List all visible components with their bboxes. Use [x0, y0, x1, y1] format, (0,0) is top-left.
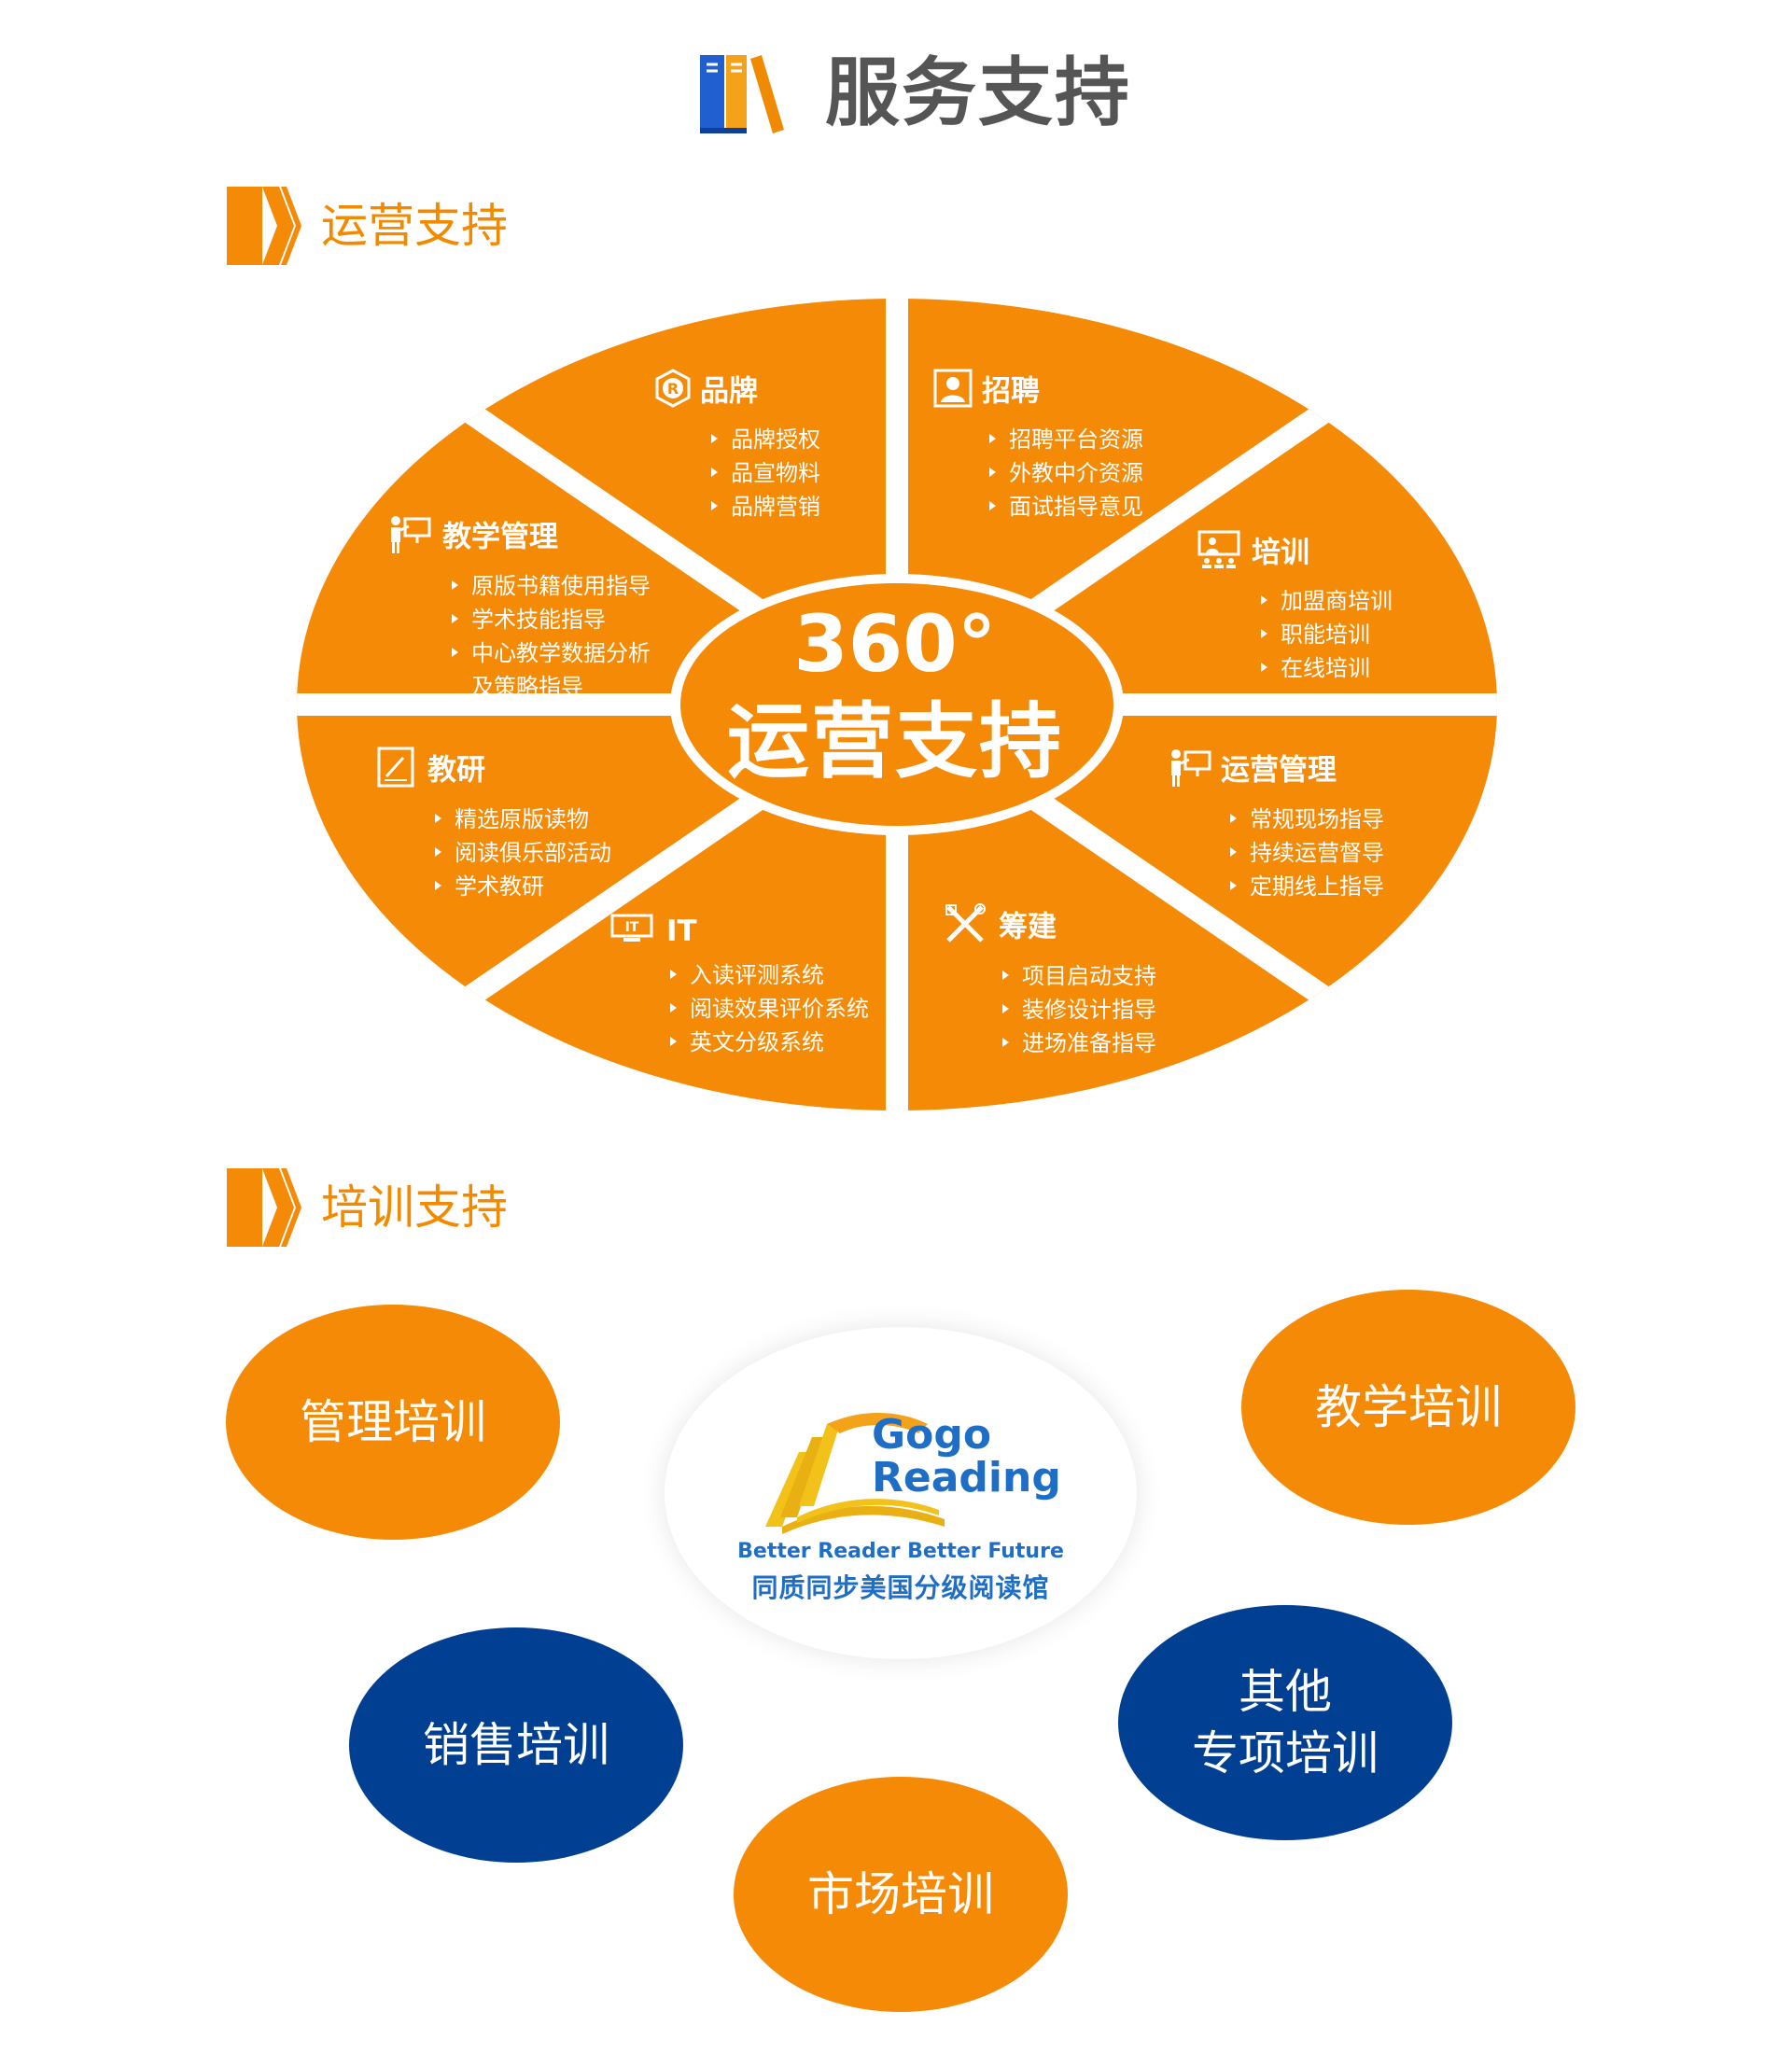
segment-it-title: IT [666, 915, 697, 948]
segment-recruit-title: 招聘 [982, 374, 1040, 409]
bubble-teaching-training: 教学培训 [1241, 1290, 1575, 1525]
list-item: 加盟商培训 [1261, 584, 1393, 618]
section-arrow-icon [227, 187, 301, 265]
list-item: 入读评测系统 [670, 958, 869, 992]
bubble-label: 教学培训 [1315, 1380, 1502, 1434]
list-item: 英文分级系统 [670, 1026, 869, 1059]
section-arrow-icon [227, 1168, 301, 1247]
list-item: 品牌授权 [711, 423, 820, 456]
segment-brand: R 品牌 品牌授权 品宣物料 品牌营销 [653, 369, 820, 524]
list-item: 外教中介资源 [989, 456, 1143, 490]
registered-icon: R [653, 369, 693, 417]
segment-ops-list: 常规现场指导 持续运营督导 定期线上指导 [1230, 803, 1384, 903]
svg-text:R: R [667, 380, 679, 398]
logo-wordmark-line2: Reading [872, 1454, 1061, 1501]
segment-it-list: 入读评测系统 阅读效果评价系统 英文分级系统 [670, 958, 869, 1059]
list-item: 阅读效果评价系统 [670, 992, 869, 1026]
list-item: 招聘平台资源 [989, 423, 1143, 456]
segment-train: 培训 加盟商培训 职能培训 在线培训 [1197, 530, 1393, 685]
logo-wordmark-line1: Gogo [872, 1411, 992, 1459]
logo-subtitle: 同质同步美国分级阅读馆 [751, 1572, 1050, 1603]
operations-wheel [297, 299, 1497, 1110]
document-pen-icon [377, 747, 414, 797]
bubble-sales-training: 销售培训 [349, 1627, 683, 1863]
list-item: 职能培训 [1261, 618, 1393, 651]
list-item: 进场准备指导 [1002, 1026, 1156, 1060]
list-item: 原版书籍使用指导 [452, 569, 651, 603]
list-item: 品牌营销 [711, 490, 820, 524]
segment-teaching-title: 教学管理 [442, 520, 558, 554]
segment-research: 教研 精选原版读物 阅读俱乐部活动 学术教研 [377, 747, 611, 903]
logo-tagline: Better Reader Better Future [737, 1540, 1064, 1563]
page-title: 服务支持 [825, 49, 1131, 136]
presentation-icon [1197, 530, 1240, 579]
segment-teaching-list: 原版书籍使用指导 学术技能指导 中心教学数据分析 及策略指导 [452, 569, 651, 704]
segment-ops: 运营管理 常规现场指导 持续运营督导 定期线上指导 [1169, 747, 1384, 903]
list-item: 持续运营督导 [1230, 836, 1384, 870]
wheel-center-degree: 360° [793, 598, 997, 690]
list-item: 中心教学数据分析 [452, 636, 651, 670]
logo-bubble: Gogo Reading Better Reader Better Future… [665, 1327, 1137, 1659]
bubble-label: 销售培训 [423, 1718, 609, 1772]
segment-train-title: 培训 [1252, 536, 1309, 570]
segment-build-title: 筹建 [999, 910, 1057, 944]
teacher-board-icon [1169, 747, 1211, 797]
list-item: 项目启动支持 [1002, 959, 1156, 993]
bubble-other-training: 其他 专项培训 [1118, 1605, 1452, 1840]
it-monitor-icon: IT [610, 914, 653, 953]
segment-build: 筹建 项目启动支持 装修设计指导 进场准备指导 [945, 903, 1156, 1060]
bubble-label-line1: 其他 [1239, 1665, 1332, 1719]
segment-teaching: 教学管理 原版书籍使用指导 学术技能指导 中心教学数据分析 及策略指导 [388, 513, 651, 704]
list-item: 定期线上指导 [1230, 870, 1384, 903]
gogo-reading-logo-mark [765, 1412, 945, 1534]
section-title-operations: 运营支持 [321, 199, 508, 253]
bubble-market-training: 市场培训 [734, 1777, 1068, 2012]
list-item: 精选原版读物 [435, 803, 611, 836]
bubble-management-training: 管理培训 [226, 1305, 560, 1540]
segment-ops-title: 运营管理 [1221, 753, 1337, 788]
segment-build-list: 项目启动支持 装修设计指导 进场准备指导 [1002, 959, 1156, 1060]
list-item: 学术技能指导 [452, 603, 651, 636]
segment-recruit-list: 招聘平台资源 外教中介资源 面试指导意见 [989, 423, 1143, 524]
segment-brand-title: 品牌 [700, 374, 758, 409]
segment-recruit: 招聘 招聘平台资源 外教中介资源 面试指导意见 [933, 369, 1143, 524]
user-card-icon [933, 369, 973, 417]
segment-train-list: 加盟商培训 职能培训 在线培训 [1261, 584, 1393, 685]
list-item: 常规现场指导 [1230, 803, 1384, 836]
segment-research-title: 教研 [427, 753, 485, 788]
svg-text:IT: IT [625, 920, 639, 935]
bubble-label: 市场培训 [807, 1867, 994, 1921]
list-item: 品宣物料 [711, 456, 820, 490]
teacher-board-icon [388, 513, 431, 564]
segment-it: IT IT 入读评测系统 阅读效果评价系统 英文分级系统 [610, 913, 869, 1059]
segment-brand-list: 品牌授权 品宣物料 品牌营销 [711, 423, 820, 524]
list-item: 学术教研 [435, 870, 611, 903]
list-item: 在线培训 [1261, 651, 1393, 685]
books-icon [698, 51, 784, 137]
bubble-label: 管理培训 [300, 1395, 486, 1449]
bubble-label-line2: 专项培训 [1192, 1726, 1379, 1781]
segment-research-list: 精选原版读物 阅读俱乐部活动 学术教研 [435, 803, 611, 903]
list-item: 装修设计指导 [1002, 993, 1156, 1026]
wheel-center-label: 运营支持 [726, 693, 1063, 789]
list-item: 阅读俱乐部活动 [435, 836, 611, 870]
list-item: 及策略指导 [471, 674, 583, 700]
section-title-training: 培训支持 [321, 1180, 508, 1235]
list-item: 面试指导意见 [989, 490, 1143, 524]
wheel-center [680, 583, 1113, 826]
tools-icon [945, 903, 986, 954]
